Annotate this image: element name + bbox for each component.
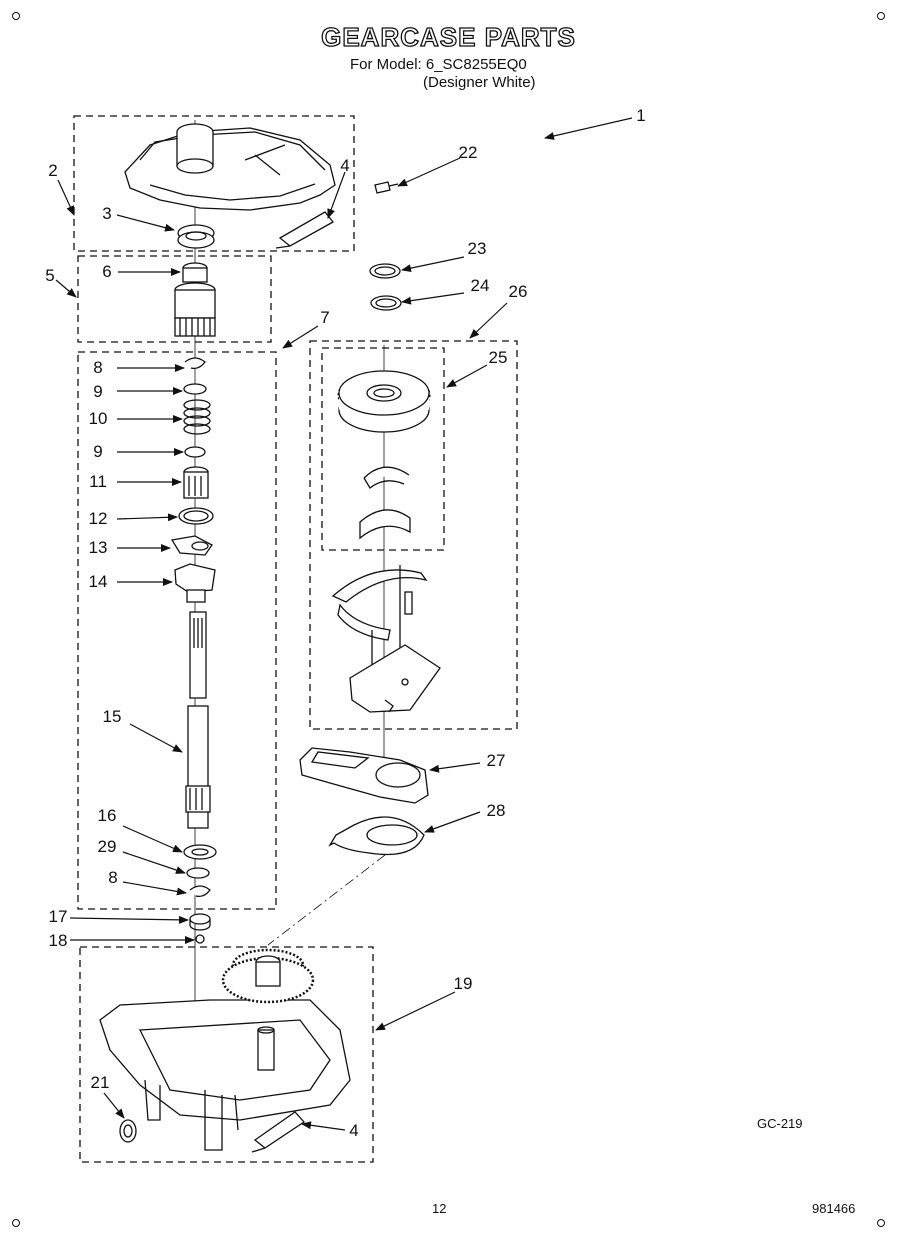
cam-part-13 [170, 535, 213, 556]
gear-part-25 [337, 370, 431, 433]
gearcase-base-part-19 [99, 948, 351, 1151]
callout-26: 26 [508, 282, 528, 301]
retainer-ring-upper [363, 466, 410, 489]
variant-line: (Designer White) [423, 74, 536, 91]
callout-1: 1 [636, 106, 646, 125]
callout-23: 23 [467, 239, 487, 258]
group-box-gearcase-cover [73, 115, 355, 252]
washer-part-24 [370, 295, 402, 311]
document-number: 981466 [812, 1201, 856, 1216]
callout-25: 25 [488, 348, 508, 367]
shaft-part-15 [185, 611, 211, 829]
callout-8-top: 8 [93, 358, 103, 377]
bushing-part-3 [177, 224, 215, 249]
callout-4-top: 4 [340, 156, 350, 175]
washer-part-29 [186, 867, 210, 879]
callout-9-lower: 9 [93, 442, 103, 461]
clamp-part-28 [328, 816, 425, 856]
callout-12: 12 [88, 509, 108, 528]
pinion-part-11 [183, 466, 209, 499]
seal-part-12 [178, 507, 214, 525]
callout-7: 7 [320, 308, 330, 327]
callout-2: 2 [48, 161, 58, 180]
callout-5: 5 [45, 266, 55, 285]
callout-28: 28 [486, 801, 506, 820]
callout-15: 15 [102, 707, 122, 726]
group-box-spline-assembly [77, 255, 272, 343]
callout-27: 27 [486, 751, 506, 770]
corner-hole-bottom-left [12, 1219, 20, 1227]
corner-hole-top-left [12, 12, 20, 20]
callout-14: 14 [88, 572, 108, 591]
callout-4-bottom: 4 [349, 1121, 359, 1140]
group-box-shaft-assembly [77, 351, 277, 910]
page-title: GEARCASE PARTS [320, 21, 576, 52]
callout-21: 21 [90, 1073, 110, 1092]
callout-24: 24 [470, 276, 490, 295]
screw-part-22 [374, 181, 399, 194]
spring-part-10 [183, 399, 211, 435]
seal-part-21 [119, 1119, 137, 1143]
corner-hole-bottom-right [877, 1219, 885, 1227]
retainer-ring-lower [359, 509, 411, 540]
washer-part-9-top [183, 383, 207, 395]
corner-hole-top-right [877, 12, 885, 20]
clip-part-8-bottom [189, 885, 211, 898]
clip-part-8-top [184, 357, 206, 370]
leader-arrows [55, 117, 633, 1131]
lubricant-tube-bottom [251, 1111, 305, 1153]
group-box-gearcase-base [79, 946, 374, 1163]
ball-part-18 [195, 934, 205, 944]
callout-9-top: 9 [93, 382, 103, 401]
callout-10: 10 [88, 409, 108, 428]
lubricant-tube-top [275, 211, 334, 249]
callout-8-bottom: 8 [108, 868, 118, 887]
callout-18: 18 [48, 931, 68, 950]
callout-29: 29 [97, 837, 117, 856]
callout-13: 13 [88, 538, 108, 557]
group-box-shift-assembly [309, 340, 518, 730]
callout-17: 17 [48, 907, 68, 926]
callout-11: 11 [89, 472, 107, 491]
gearcase-cover-part [124, 123, 336, 211]
shift-lever-part-27 [299, 747, 429, 804]
callout-19: 19 [453, 974, 473, 993]
washer-part-16 [183, 844, 217, 860]
callout-22: 22 [458, 143, 478, 162]
bearing-part-17 [189, 913, 211, 931]
callout-3: 3 [102, 204, 112, 223]
callout-6: 6 [102, 262, 112, 281]
washer-part-9-lower [184, 446, 206, 458]
spline-part-6 [174, 262, 216, 337]
washer-part-23 [369, 263, 401, 279]
shift-plate-part [349, 644, 441, 713]
diagram-code: GC-219 [757, 1116, 803, 1131]
drive-part-14 [174, 563, 216, 603]
page-number: 12 [432, 1201, 447, 1216]
model-line: For Model: 6_SC8255EQ0 [350, 56, 527, 73]
group-box-gear-assembly [321, 347, 445, 551]
callout-16: 16 [97, 806, 117, 825]
